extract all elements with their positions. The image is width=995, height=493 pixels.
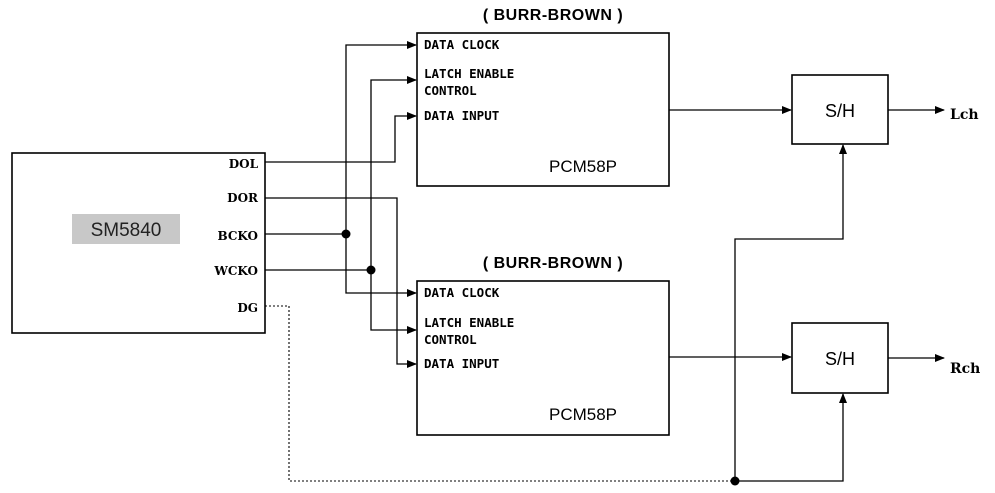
dac-lower-port-latch-enable: LATCH ENABLE xyxy=(424,315,514,330)
wire-wcko-upper xyxy=(370,76,417,270)
dac-upper-port-data-input: DATA INPUT xyxy=(424,108,499,123)
chip-label-shade xyxy=(72,214,180,244)
dac-upper-part: PCM58P xyxy=(549,157,617,176)
dac-lower-vendor: ( BURR-BROWN ) xyxy=(483,255,623,272)
wire-dor xyxy=(265,197,417,368)
junction-bcko xyxy=(341,229,351,239)
pin-dg: DG xyxy=(237,301,258,315)
dac-upper-port-latch-enable: LATCH ENABLE xyxy=(424,66,514,81)
wire-dol xyxy=(265,112,417,163)
output-lch: Lch xyxy=(950,107,979,123)
dac-lower: ( BURR-BROWN ) DATA CLOCK LATCH ENABLE C… xyxy=(416,255,670,436)
dac-upper-port-control: CONTROL xyxy=(424,83,477,98)
dac-lower-port-data-input: DATA INPUT xyxy=(424,356,499,371)
controller-name: SM5840 xyxy=(91,220,162,241)
junction-dg xyxy=(730,476,740,486)
pin-dor: DOR xyxy=(227,191,259,205)
sh-upper-label: S/H xyxy=(825,101,855,121)
dac-lower-part: PCM58P xyxy=(549,405,617,424)
dac-upper-port-data-clock: DATA CLOCK xyxy=(424,37,500,52)
junction-wcko xyxy=(366,265,376,275)
output-rch: Rch xyxy=(950,361,980,377)
wire-bcko-lower xyxy=(345,234,417,297)
controller-block: SM5840 DOL DOR BCKO WCKO DG xyxy=(11,152,266,334)
dac-lower-port-data-clock: DATA CLOCK xyxy=(424,285,500,300)
pin-dol: DOL xyxy=(229,157,259,171)
wire-dg xyxy=(265,305,735,482)
sh-lower: S/H Rch xyxy=(791,322,980,394)
pin-bcko: BCKO xyxy=(218,229,258,243)
wire-dg-sh-upper xyxy=(734,144,847,481)
wire-dg-sh-lower xyxy=(735,393,847,482)
dac-upper: ( BURR-BROWN ) DATA CLOCK LATCH ENABLE C… xyxy=(416,7,670,187)
sh-lower-label: S/H xyxy=(825,349,855,369)
sh-upper: S/H Lch xyxy=(791,74,979,145)
dac-upper-vendor: ( BURR-BROWN ) xyxy=(483,7,623,24)
pin-wcko: WCKO xyxy=(213,264,258,278)
wiring xyxy=(265,41,945,486)
dac-lower-port-control: CONTROL xyxy=(424,332,477,347)
wire-wcko-lower xyxy=(370,270,417,334)
wire-bcko-upper xyxy=(345,41,417,234)
